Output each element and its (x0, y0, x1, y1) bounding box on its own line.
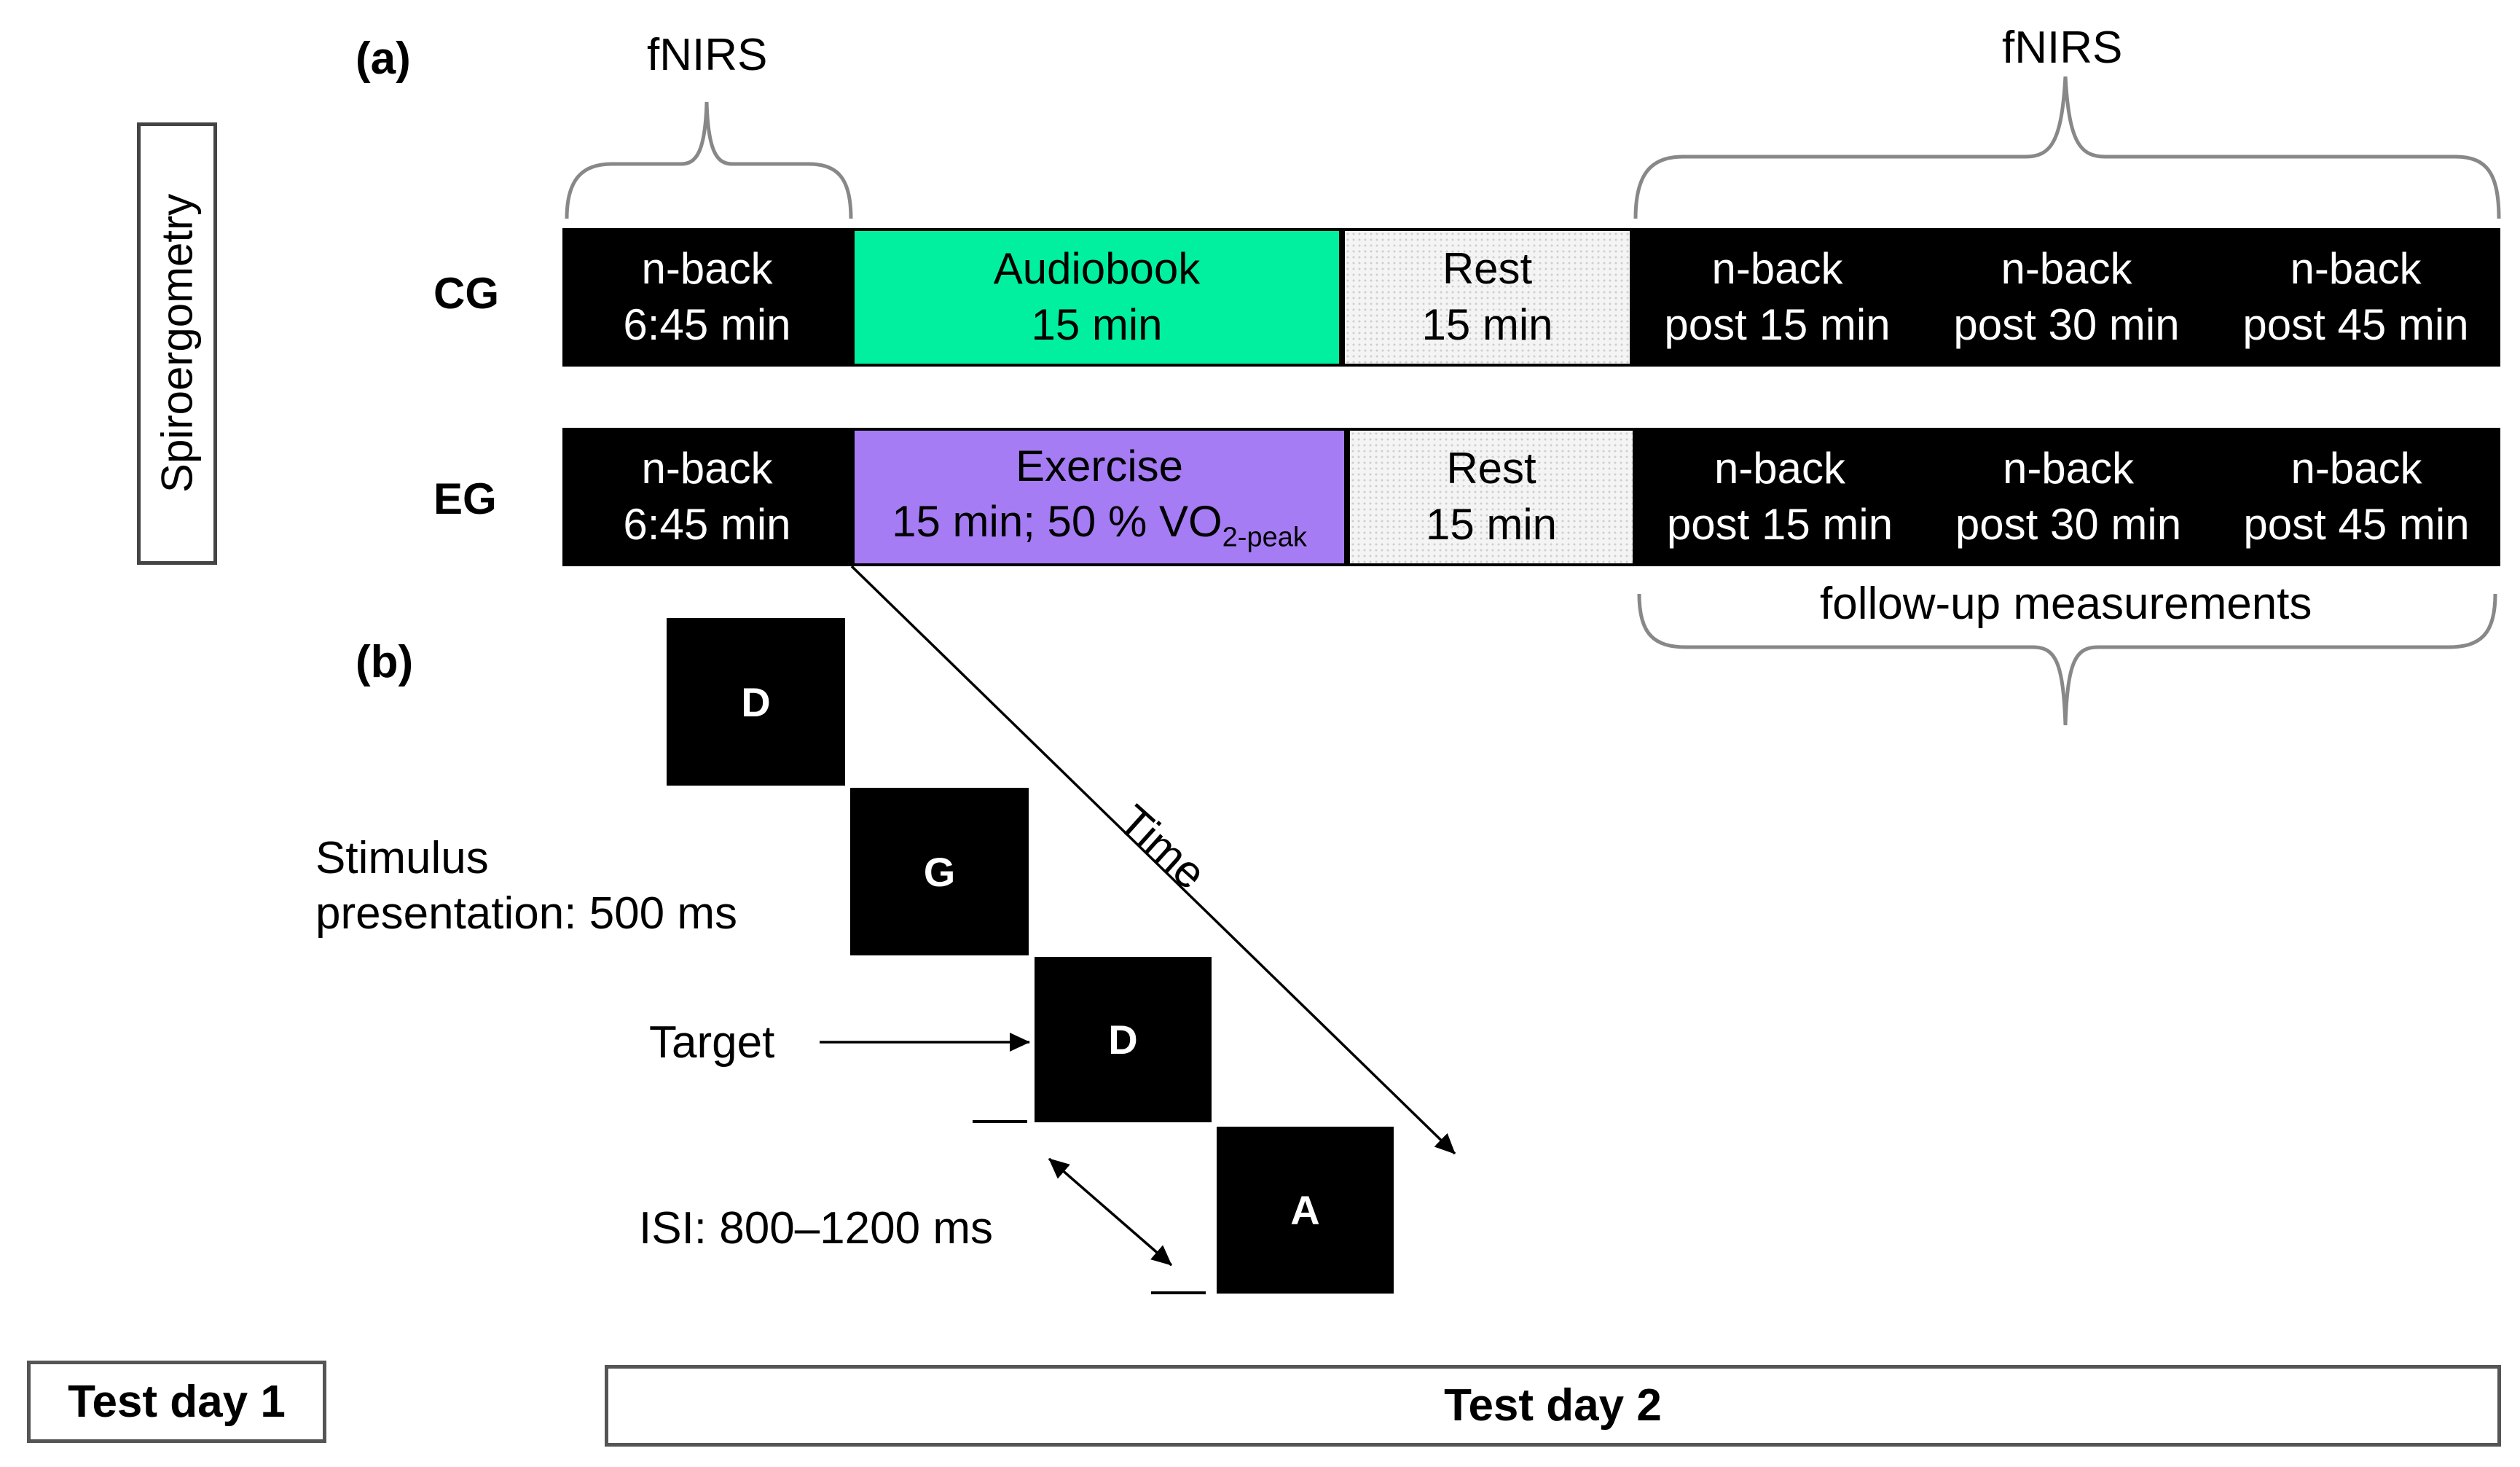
cg-nback-post45-line1: n-back (2290, 244, 2422, 294)
stimulus-label-line1: Stimulus (315, 833, 489, 883)
eg-exercise-block: Exercise 15 min; 50 % VO2-peak (852, 428, 1347, 566)
eg-nback-baseline-line2: 6:45 min (623, 500, 791, 549)
eg-exercise-line2-sub: 2-peak (1222, 522, 1307, 553)
eg-nback-post30-line1: n-back (2002, 444, 2135, 493)
cg-audiobook-block: Audiobook 15 min (852, 228, 1342, 367)
isi-arrow (1048, 1157, 1173, 1267)
eg-exercise-line2-main: 15 min; 50 % VO (892, 497, 1222, 547)
cg-nback-post30: n-back post 30 min (1922, 228, 2211, 367)
isi-label: ISI: 800–1200 ms (639, 1203, 993, 1253)
eg-nback-post45-line1: n-back (2291, 444, 2422, 493)
cg-nback-post30-line2: post 30 min (1953, 300, 2180, 349)
cg-rest-line2: 15 min (1421, 300, 1553, 349)
test-day-2-label: Test day 2 (1444, 1380, 1662, 1431)
group-label-cg: CG (433, 269, 499, 318)
eg-nback-post45: n-back post 45 min (2213, 428, 2500, 566)
stimulus-square-4: A (1217, 1127, 1394, 1294)
eg-nback-baseline: n-back 6:45 min (562, 428, 852, 566)
fnirs-label-followup: fNIRS (2002, 23, 2123, 73)
test-day-1-box: Test day 1 (27, 1361, 326, 1443)
eg-nback-baseline-line1: n-back (641, 444, 773, 493)
eg-nback-post15-line2: post 15 min (1666, 500, 1893, 549)
cg-nback-post15-line1: n-back (1711, 244, 1843, 294)
eg-nback-post30-line2: post 30 min (1955, 500, 2182, 549)
eg-exercise-line2: 15 min; 50 % VO2-peak (892, 494, 1307, 555)
followup-label: follow-up measurements (1820, 579, 2312, 629)
stimulus-square-2: G (850, 788, 1029, 955)
time-arrow (850, 565, 1456, 1155)
cg-nback-baseline-line2: 6:45 min (623, 300, 791, 349)
test-day-2-box: Test day 2 (605, 1365, 2501, 1447)
spiroergometry-box (137, 122, 217, 565)
eg-rest-block: Rest 15 min (1347, 428, 1636, 566)
cg-rest-line1: Rest (1442, 244, 1533, 294)
eg-rest-line1: Rest (1446, 444, 1536, 493)
stimulus-label-line2: presentation: 500 ms (315, 888, 738, 939)
cg-audiobook-line2: 15 min (1031, 300, 1163, 349)
eg-exercise-line1: Exercise (1015, 441, 1184, 490)
test-day-1-label: Test day 1 (68, 1376, 286, 1427)
stimulus-square-3: D (1035, 957, 1212, 1122)
cg-nback-post15-line2: post 15 min (1664, 300, 1891, 349)
cg-nback-baseline: n-back 6:45 min (562, 228, 852, 367)
eg-nback-post15-line1: n-back (1714, 444, 1846, 493)
cg-audiobook-line1: Audiobook (993, 244, 1201, 294)
cg-nback-post30-line1: n-back (2001, 244, 2132, 294)
eg-rest-line2: 15 min (1425, 500, 1558, 549)
fnirs-label-baseline: fNIRS (647, 30, 768, 80)
cg-nback-baseline-line1: n-back (641, 244, 773, 294)
eg-nback-post15: n-back post 15 min (1636, 428, 1924, 566)
eg-nback-post45-line2: post 45 min (2243, 500, 2470, 549)
stimulus-square-1: D (667, 618, 845, 786)
brace-followup-top (1633, 76, 2501, 219)
brace-baseline (565, 101, 853, 219)
panel-b-label: (b) (356, 637, 414, 687)
group-label-eg: EG (433, 474, 497, 523)
cg-nback-post45-line2: post 45 min (2242, 300, 2469, 349)
cg-nback-post45: n-back post 45 min (2211, 228, 2500, 367)
cg-nback-post15: n-back post 15 min (1633, 228, 1922, 367)
eg-nback-post30: n-back post 30 min (1924, 428, 2213, 566)
panel-a-label: (a) (356, 34, 411, 84)
cg-rest-block: Rest 15 min (1342, 228, 1633, 367)
brace-followup-bottom (1637, 593, 2497, 726)
target-label: Target (649, 1017, 775, 1068)
